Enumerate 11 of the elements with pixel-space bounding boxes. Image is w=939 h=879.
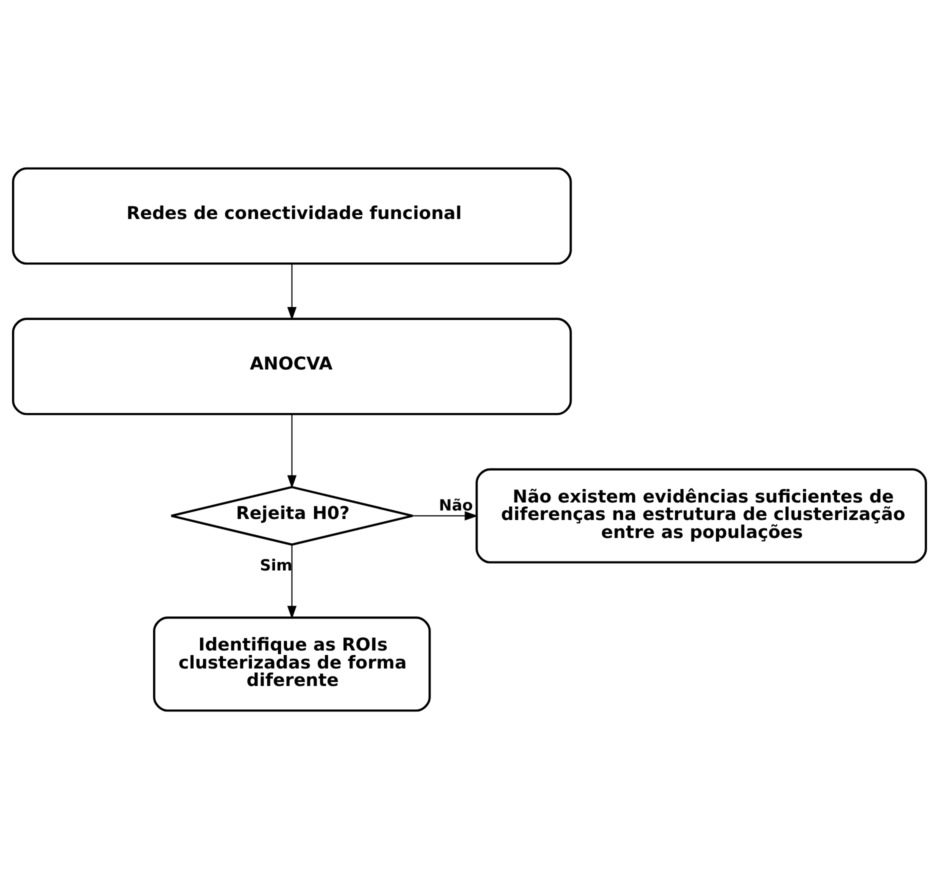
arrow xyxy=(287,264,297,320)
node-box: Redes de conectividade funcional xyxy=(12,167,572,265)
node-box: Identifique as ROIs clusterizadas de forma diferente xyxy=(153,616,431,712)
arrow xyxy=(287,544,297,620)
node-box: ANOCVA xyxy=(12,318,572,416)
arrow xyxy=(287,414,297,489)
node-box: Não existem evidências suficientes de diferenças na estrutura de clusterização entre as populações xyxy=(476,468,927,564)
node-diamond: Rejeita H0? xyxy=(170,486,414,546)
arrow xyxy=(412,511,478,520)
edge-label: Não xyxy=(438,496,473,515)
edge-label: Sim xyxy=(260,556,292,574)
